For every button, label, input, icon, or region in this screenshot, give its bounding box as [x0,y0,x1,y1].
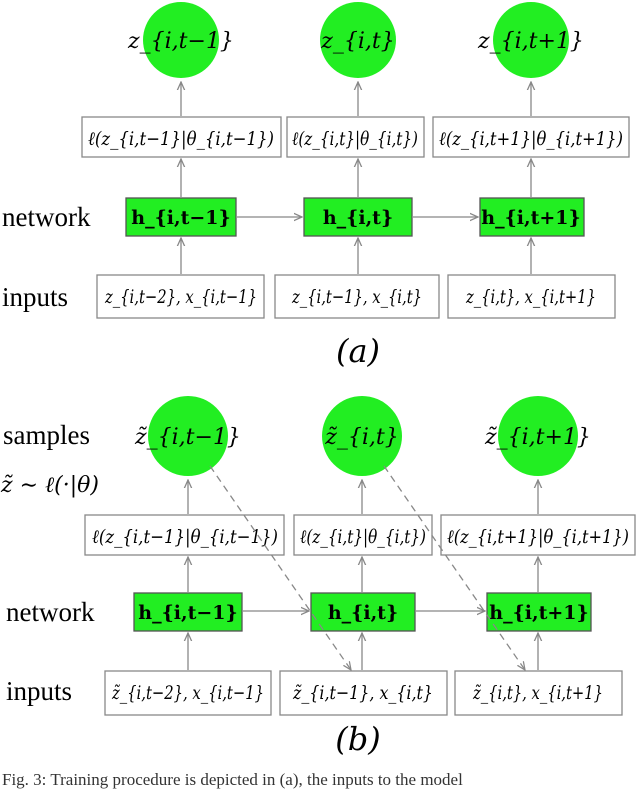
input-label: z̃_{i,t−2}, x_{i,t−1} [111,682,264,704]
input-box [96,274,265,319]
likelihood-label: ℓ(z_{i,t}|θ_{i,t}) [292,128,418,150]
sample-label: z̃_{i,t−1} [134,425,241,450]
hidden-state-label: h_{i,t+1} [489,602,589,624]
hidden-state-box [133,592,243,632]
inputs-label: inputs [6,676,72,706]
input-label: z_{i,t−1}, x_{i,t} [291,286,422,308]
sample-label: z̃_{i,t+1} [484,425,591,450]
output-label: z_{i,t+1} [477,29,584,54]
input-label: z_{i,t}, x_{i,t+1} [465,286,596,308]
network-label: network [6,597,95,627]
hidden-state-label: h_{i,t} [328,602,398,624]
input-label: z̃_{i,t}, x_{i,t+1} [472,682,603,704]
likelihood-label: ℓ(z_{i,t−1}|θ_{i,t−1}) [88,128,274,150]
output-label: z_{i,t−1} [127,29,234,54]
sample-feedback-arrow [383,465,525,670]
output-node [493,2,569,78]
hidden-state-box [125,197,237,237]
hidden-state-label: h_{i,t−1} [131,207,231,229]
panel-a: z_{i,t−1} z_{i,t} z_{i,t+1} ℓ(z_{i,t−1}|… [2,2,630,370]
likelihood-box [440,514,636,556]
hidden-state-label: h_{i,t+1} [481,207,581,229]
sample-node [322,396,402,476]
subfigure-label: (a) [336,332,380,370]
input-label: z̃_{i,t−1}, x_{i,t} [292,682,433,704]
sample-node [498,396,578,476]
sample-node [148,396,228,476]
input-label: z_{i,t−2}, x_{i,t−1} [104,286,257,308]
input-box [104,670,272,716]
inputs-label: inputs [2,282,68,312]
likelihood-box [81,116,282,158]
hidden-state-box [303,197,413,237]
figure-caption: Fig. 3: Training procedure is depicted i… [2,770,463,789]
sample-feedback-arrow [209,465,351,670]
sampling-formula-label: z̃ ∼ ℓ(·|θ) [0,473,99,498]
subfigure-label: (b) [335,720,380,758]
likelihood-box [432,116,630,158]
sample-label: z̃_{i,t} [324,425,398,450]
likelihood-label: ℓ(z_{i,t}|θ_{i,t}) [300,526,426,548]
network-label: network [2,202,91,232]
likelihood-label: ℓ(z_{i,t+1}|θ_{i,t+1}) [447,526,629,548]
hidden-state-box [486,592,592,632]
samples-label: samples [3,420,90,450]
input-box [279,670,448,716]
likelihood-label: ℓ(z_{i,t−1}|θ_{i,t−1}) [92,526,278,548]
output-node [320,2,396,78]
likelihood-box [293,514,433,556]
output-label: z_{i,t} [320,29,394,54]
likelihood-box [286,116,425,158]
panel-b: z̃_{i,t−1} z̃_{i,t} z̃_{i,t+1} ℓ(z_{i,t−… [0,396,636,758]
hidden-state-label: h_{i,t} [323,207,393,229]
hidden-state-label: h_{i,t−1} [138,602,238,624]
output-node [143,2,219,78]
input-box [454,670,623,716]
likelihood-box [84,514,285,556]
hidden-state-box [479,197,585,237]
hidden-state-box [310,592,416,632]
input-box [274,274,440,319]
input-box [447,274,616,319]
likelihood-label: ℓ(z_{i,t+1}|θ_{i,t+1}) [439,128,623,150]
